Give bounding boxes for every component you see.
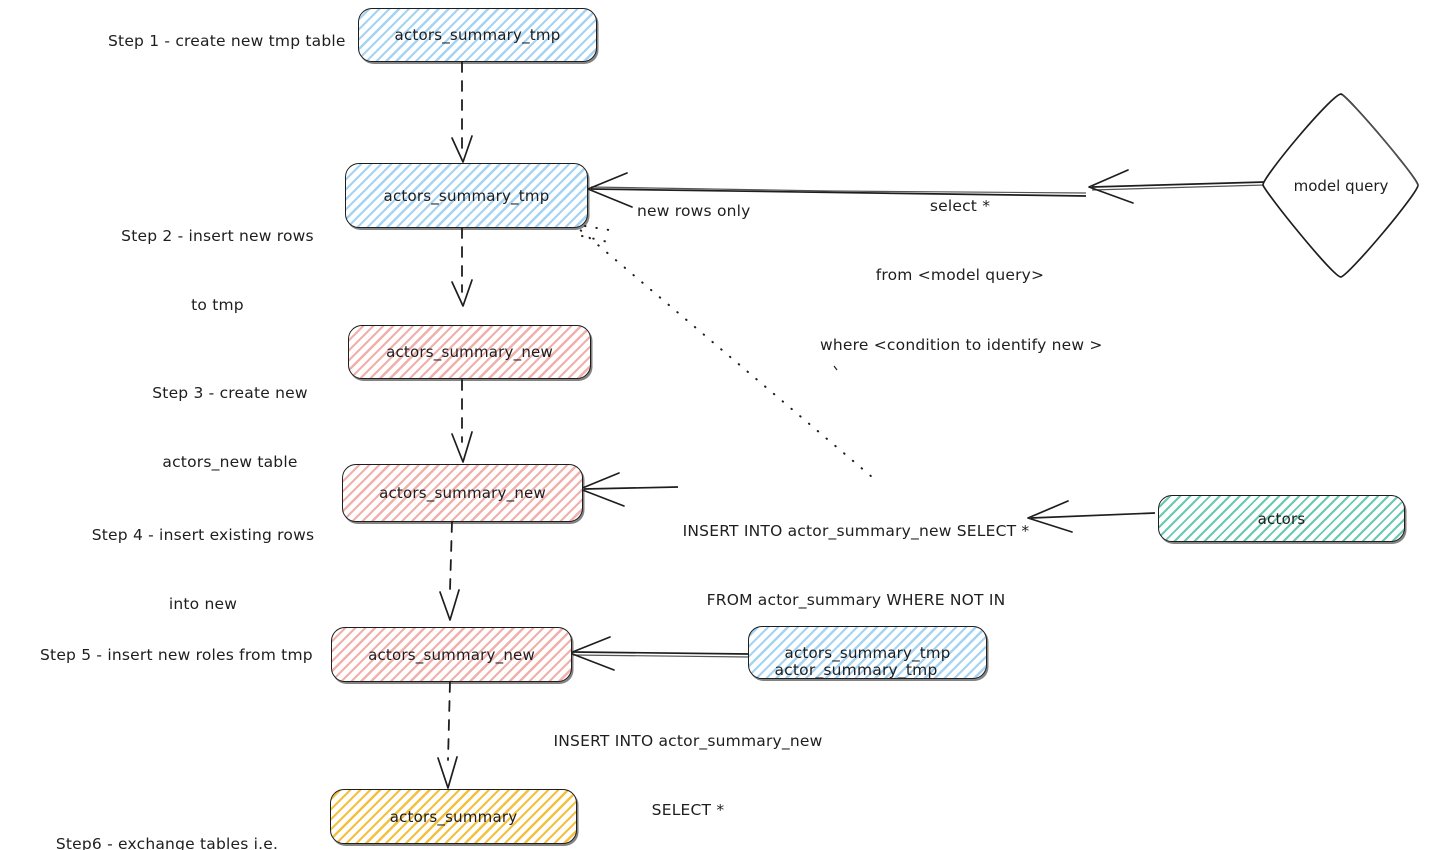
node-tmp-step1-label: actors_summary_tmp (394, 26, 561, 44)
node-new-step5-label: actors_summary_new (368, 645, 535, 664)
step-3-label: Step 3 - create new actors_new table (135, 335, 325, 521)
node-tmp-step2-label: actors_summary_tmp (383, 186, 550, 205)
edge-step1-to-step2 (451, 61, 473, 163)
step-4-label-line1: Step 4 - insert existing rows (91, 525, 315, 544)
edge-step4-to-step5 (439, 521, 460, 621)
node-tmp-step1[interactable]: actors_summary_tmp (358, 8, 597, 62)
node-new-step3[interactable]: actors_summary_new (348, 325, 591, 379)
node-summary-step6-label: actors_summary (389, 807, 518, 826)
step-6-label: Step6 - exchange tables i.e. actor_summa… (8, 786, 326, 850)
edge-model-query-to-sql (1088, 169, 1266, 204)
model-query-diamond-shape (1262, 93, 1419, 278)
step-4-label: Step 4 - insert existing rows into new (78, 477, 328, 663)
edge-label-insert-existing-sql: INSERT INTO actor_summary_new SELECT * F… (676, 473, 1036, 729)
insert-existing-sql-line3: actor_summary_tmp (774, 661, 938, 679)
insert-new-roles-sql-line1: INSERT INTO actor_summary_new (553, 731, 823, 750)
edge-step2-to-step3 (451, 227, 473, 307)
node-new-step4-label: actors_summary_new (379, 484, 546, 502)
node-new-step5[interactable]: actors_summary_new (331, 627, 572, 682)
model-query-sql-line2: from <model query> (875, 266, 1045, 285)
edge-label-insert-new-roles-sql: INSERT INTO actor_summary_new SELECT * F… (540, 683, 836, 850)
model-query-sql-line1: select * (929, 196, 991, 215)
node-actors-source-label: actors (1257, 509, 1306, 528)
step-3-label-line2: actors_new table (162, 453, 298, 472)
model-query-sql-line3: where <condition to identify new > (820, 336, 1103, 354)
node-tmp-step2[interactable]: actors_summary_tmp (345, 163, 588, 228)
edge-label-new-rows-only: new rows only (637, 202, 751, 220)
step-5-label: Step 5 - insert new roles from tmp (40, 646, 313, 664)
edge-label-model-query-sql: select * from <model query> where <condi… (820, 148, 1103, 404)
node-model-query[interactable]: model query (1258, 88, 1424, 284)
node-new-step3-label: actors_summary_new (386, 343, 553, 361)
node-actors-source[interactable]: actors (1158, 495, 1405, 542)
insert-existing-sql-line2: FROM actor_summary WHERE NOT IN (706, 591, 1006, 610)
node-summary-step6[interactable]: actors_summary (330, 789, 577, 844)
edge-step3-to-step4 (451, 379, 473, 463)
edge-step5-to-step6 (437, 681, 458, 789)
node-new-step4[interactable]: actors_summary_new (342, 464, 583, 522)
step-2-label-line1: Step 2 - insert new rows (121, 226, 314, 245)
step-2-label-line2: to tmp (191, 296, 244, 315)
edge-insert-existing-to-step4 (579, 472, 679, 507)
step-1-label: Step 1 - create new tmp table (108, 32, 346, 50)
step-6-label-line1: Step6 - exchange tables i.e. (55, 834, 279, 850)
step-2-label: Step 2 - insert new rows to tmp (110, 178, 325, 364)
step-4-label-line2: into new (168, 595, 238, 614)
edge-actors-to-sql (1027, 500, 1156, 533)
insert-existing-sql-line1: INSERT INTO actor_summary_new SELECT * (682, 521, 1030, 540)
step-3-label-line1: Step 3 - create new (152, 383, 308, 402)
node-model-query-label: model query (1293, 177, 1389, 195)
insert-new-roles-sql-line2: SELECT * (651, 801, 725, 820)
